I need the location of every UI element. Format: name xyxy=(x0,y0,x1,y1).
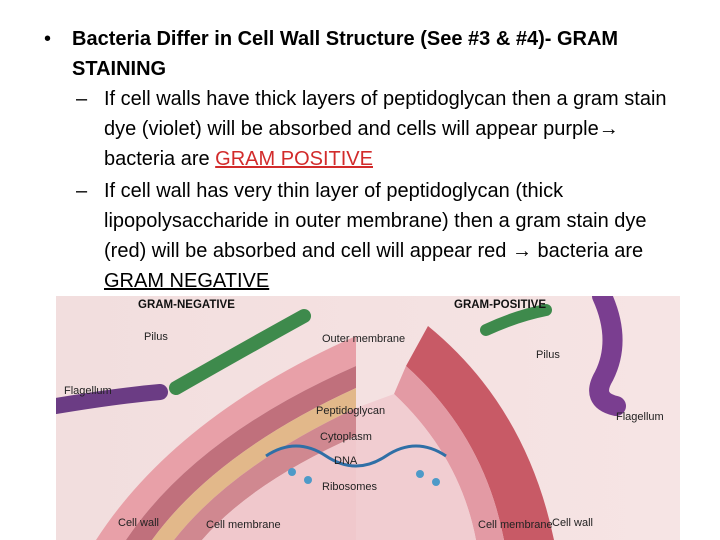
pilus-left-shape xyxy=(169,309,311,395)
sub1-text-middle: bacteria are xyxy=(104,148,216,170)
gram-positive-title: GRAM-POSITIVE xyxy=(454,299,546,311)
gram-negative-title: GRAM-NEGATIVE xyxy=(138,299,235,311)
dash-1: – xyxy=(76,88,88,110)
center-labels: Pilus Outer membrane Flagellum Peptidogl… xyxy=(64,331,664,531)
label-pilus-left: Pilus xyxy=(144,331,168,343)
gram-stain-diagram: GRAM-NEGATIVE GRAM-POSITIVE Pilus Outer … xyxy=(56,296,680,540)
bullet-dot: • xyxy=(44,28,52,50)
flagellum-left-shape xyxy=(56,384,168,414)
gram-positive-wall xyxy=(356,326,554,540)
label-cell-membrane-right: Cell membrane xyxy=(478,519,553,531)
sub-bullet-1-text: If cell walls have thick layers of pepti… xyxy=(104,84,676,174)
ribosome-dot xyxy=(288,468,296,476)
sub2-text-before: If cell wall has very thin layer of pept… xyxy=(104,180,647,262)
ribosome-dot xyxy=(432,478,440,486)
sub2-text-middle: bacteria are xyxy=(532,240,644,262)
cell-wall-illustration: GRAM-NEGATIVE GRAM-POSITIVE Pilus Outer … xyxy=(56,296,680,540)
label-pilus-right: Pilus xyxy=(536,349,560,361)
sub-bullet-gram-positive: – If cell walls have thick layers of pep… xyxy=(76,84,676,174)
label-cytoplasm: Cytoplasm xyxy=(320,431,372,443)
pilus-right-shape xyxy=(480,304,552,336)
slide-heading: Bacteria Differ in Cell Wall Structure (… xyxy=(72,28,619,80)
label-flagellum-right: Flagellum xyxy=(616,411,664,423)
label-ribosomes: Ribosomes xyxy=(322,481,378,493)
label-outer-membrane: Outer membrane xyxy=(322,333,405,345)
label-flagellum-left: Flagellum xyxy=(64,385,112,397)
ribosome-dot xyxy=(416,470,424,478)
sub-bullet-2-text: If cell wall has very thin layer of pept… xyxy=(104,176,676,296)
flagellum-right-shape xyxy=(589,296,626,416)
label-dna: DNA xyxy=(334,455,358,467)
dna-strand xyxy=(265,444,447,468)
label-peptidoglycan: Peptidoglycan xyxy=(316,405,385,417)
sub-bullet-gram-negative: – If cell wall has very thin layer of pe… xyxy=(76,176,676,296)
heading-bullet: • Bacteria Differ in Cell Wall Structure… xyxy=(44,24,684,84)
arrow-icon: → xyxy=(512,240,532,262)
sub1-text-before: If cell walls have thick layers of pepti… xyxy=(104,88,667,140)
label-cell-membrane-left: Cell membrane xyxy=(206,519,281,531)
gram-negative-link[interactable]: GRAM NEGATIVE xyxy=(104,270,270,292)
gram-negative-wall xyxy=(96,336,356,540)
gram-positive-link[interactable]: GRAM POSITIVE xyxy=(215,148,373,170)
ribosome-dot xyxy=(304,476,312,484)
dash-2: – xyxy=(76,180,88,202)
arrow-icon: → xyxy=(598,118,619,140)
label-cell-wall-left: Cell wall xyxy=(118,517,159,529)
label-cell-wall-right: Cell wall xyxy=(552,517,593,529)
